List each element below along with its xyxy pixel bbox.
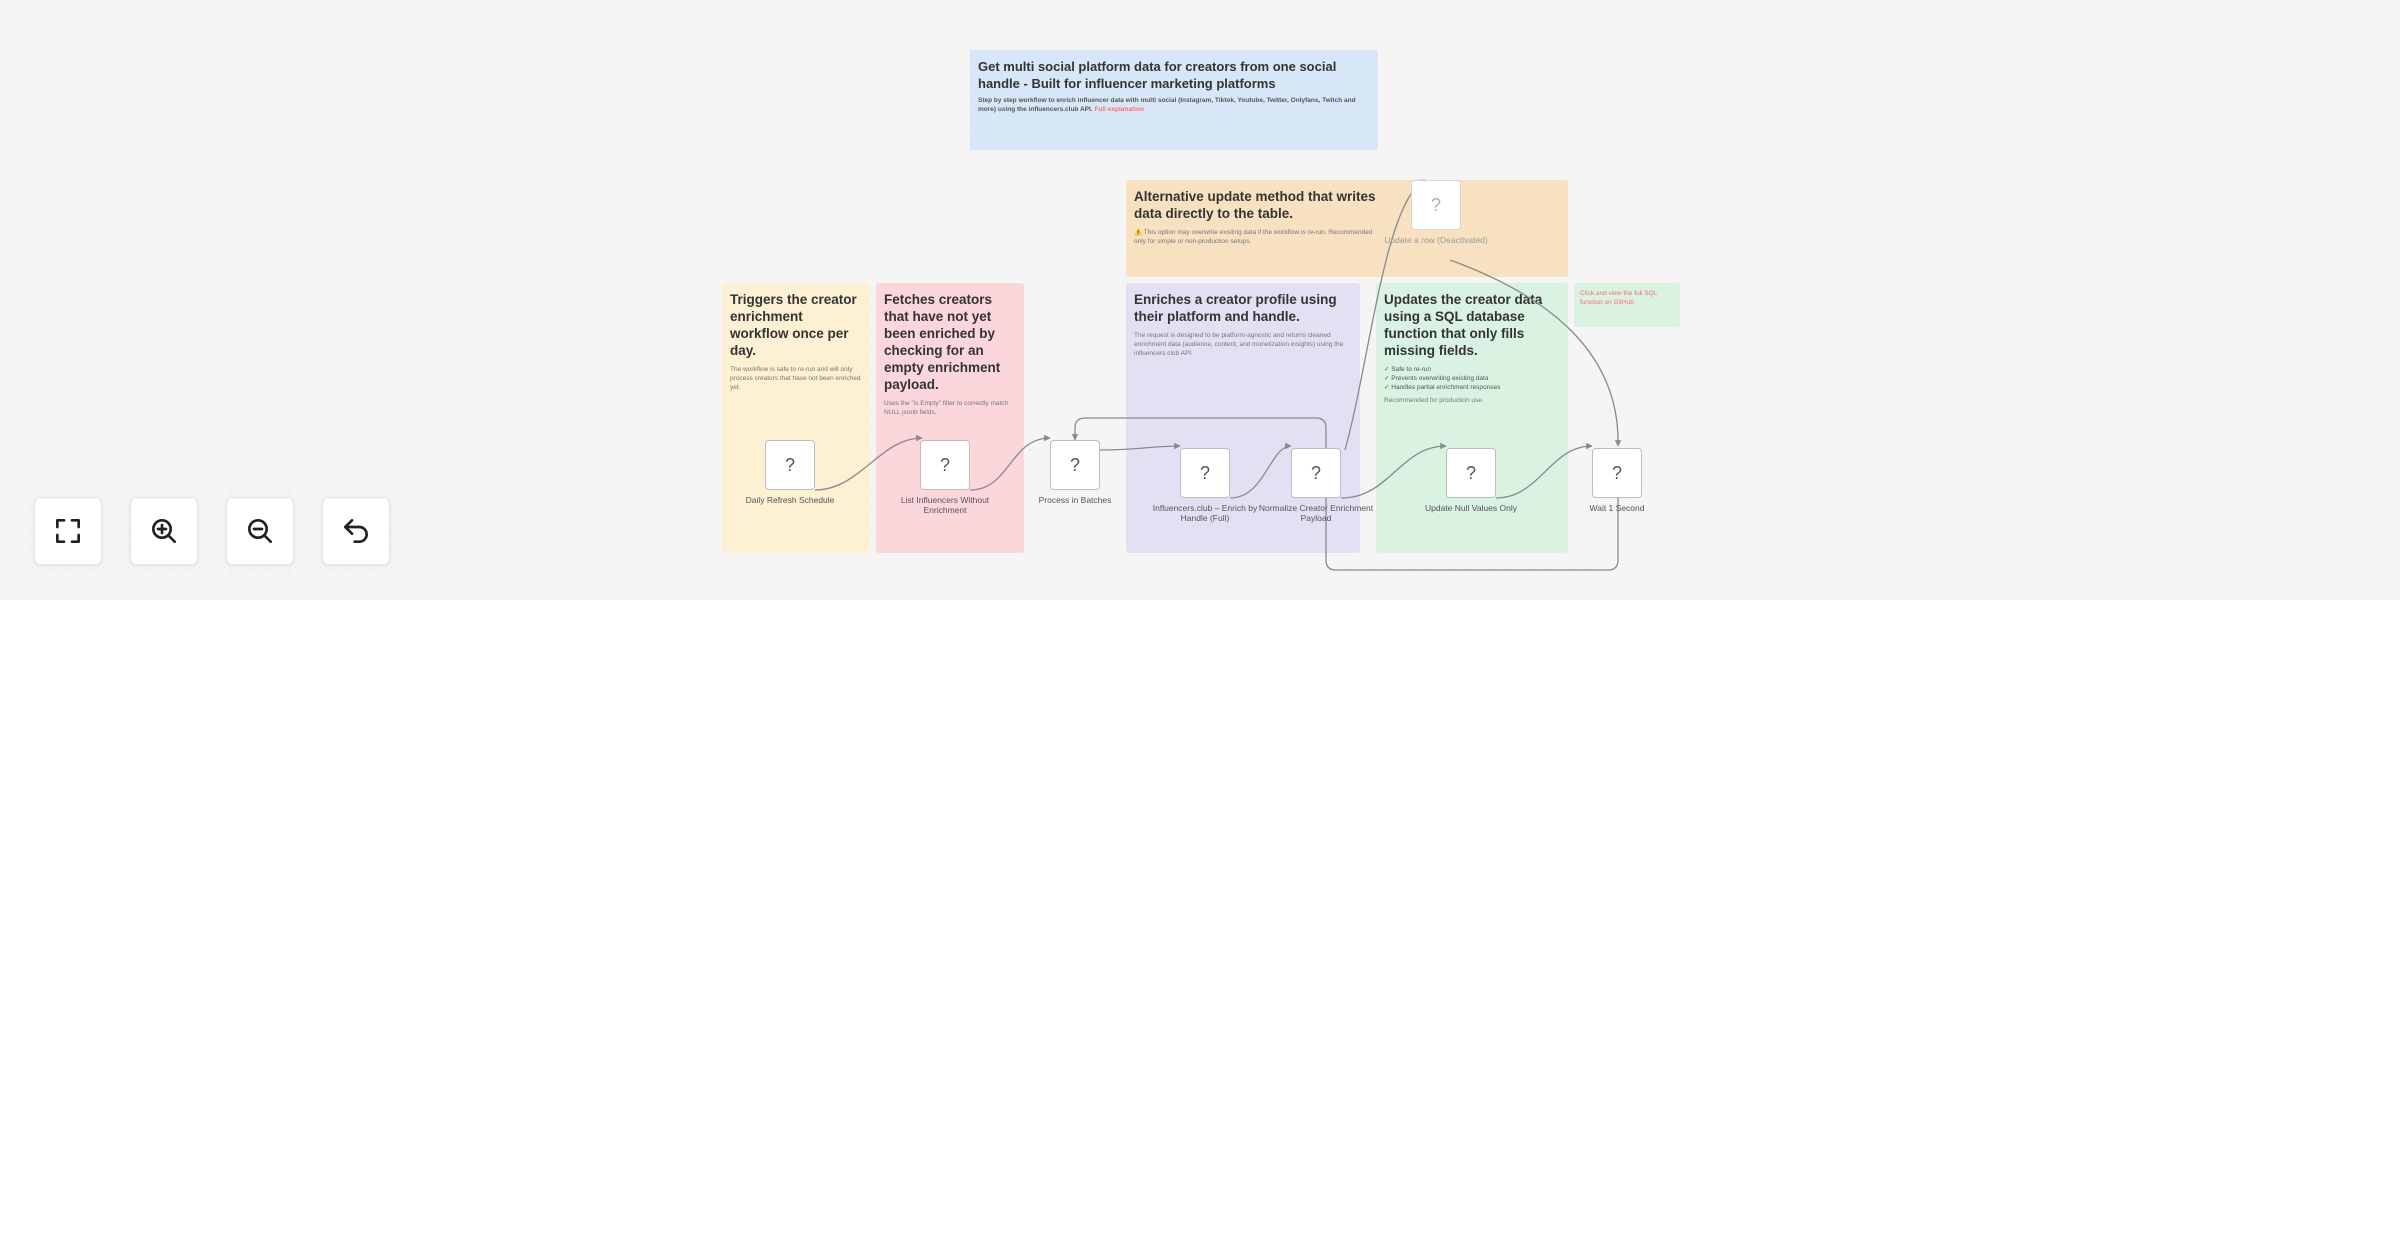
note-title: Alternative update method that writes da…	[1134, 189, 1376, 221]
connection[interactable]	[1071, 417, 1619, 571]
checklist-item: ✓ Handles partial enrichment responses	[1384, 384, 1501, 391]
github-sql-link[interactable]: Click and view the full SQL function on …	[1580, 290, 1658, 306]
connection[interactable]	[1229, 442, 1292, 499]
note-description: The workflow is safe to re-run and will …	[730, 366, 861, 391]
note-title: Updates the creator data using a SQL dat…	[1384, 292, 1543, 358]
list-influencers-node[interactable]: ?	[920, 440, 970, 490]
sticky-note-fetch[interactable]: Fetches creators that have not yet been …	[876, 283, 1024, 553]
node-label: Process in Batches	[1038, 495, 1112, 505]
unknown-node-icon: ?	[784, 454, 795, 475]
zoom-in-button[interactable]	[130, 497, 198, 565]
sticky-note-alternative[interactable]: Alternative update method that writes da…	[1126, 180, 1568, 277]
connection[interactable]	[1344, 179, 1426, 451]
connection[interactable]	[1340, 442, 1447, 499]
sticky-note-trigger[interactable]: Triggers the creator enrichment workflow…	[722, 283, 870, 553]
note-checklist: ✓ Safe to re-run ✓ Prevents overwriting …	[1384, 365, 1560, 392]
daily-refresh-schedule-node[interactable]: ?	[765, 440, 815, 490]
update-row-node[interactable]: ?	[1411, 180, 1461, 230]
full-explanation-link[interactable]: Full explanation	[1094, 106, 1144, 113]
sticky-note-sql-link[interactable]: Click and view the full SQL function on …	[1574, 283, 1680, 327]
unknown-node-icon: ?	[1199, 462, 1210, 483]
unknown-node-icon: ?	[1611, 462, 1622, 483]
unknown-node-icon: ?	[1465, 462, 1476, 483]
note-description: Uses the "is Empty" filter to correctly …	[884, 400, 1009, 416]
node-label: Wait 1 Second	[1589, 503, 1645, 513]
connection[interactable]	[1495, 442, 1593, 499]
note-title: Get multi social platform data for creat…	[978, 59, 1337, 91]
note-title: Fetches creators that have not yet been …	[884, 292, 1001, 392]
sticky-note-sql[interactable]: Updates the creator data using a SQL dat…	[1376, 283, 1568, 553]
node-label: Influencers.club – Enrich by Handle (Ful…	[1152, 503, 1258, 523]
connection[interactable]	[1099, 442, 1181, 451]
fit-view-button[interactable]	[34, 497, 102, 565]
node-label: Normalize Creator Enrichment Payload	[1258, 503, 1374, 523]
node-label: List Influencers Without Enrichment	[900, 495, 990, 515]
undo-icon	[344, 519, 368, 543]
normalize-payload-node[interactable]: ?	[1291, 448, 1341, 498]
unknown-node-icon: ?	[939, 454, 950, 475]
note-description-text: Step by step workflow to enrich influenc…	[978, 97, 1356, 113]
note-description: The request is designed to be platform-a…	[1134, 332, 1344, 357]
note-title: Triggers the creator enrichment workflow…	[730, 292, 857, 358]
node-label: Update Null Values Only	[1425, 503, 1517, 513]
zoom-out-button[interactable]	[226, 497, 294, 565]
unknown-node-icon: ?	[1430, 194, 1441, 215]
sticky-note-header[interactable]: Get multi social platform data for creat…	[970, 50, 1378, 150]
note-description: Step by step workflow to enrich influenc…	[978, 96, 1370, 114]
node-label: Daily Refresh Schedule	[745, 495, 835, 505]
node-label: Update a row (Deactivated)	[1384, 235, 1488, 245]
zoom-out-icon	[248, 519, 272, 543]
note-title: Enriches a creator profile using their p…	[1134, 292, 1337, 324]
reset-zoom-button[interactable]	[322, 497, 390, 565]
note-footer: Recommended for production use.	[1384, 397, 1484, 404]
process-in-batches-node[interactable]: ?	[1050, 440, 1100, 490]
connection[interactable]	[1449, 259, 1622, 447]
connection[interactable]	[814, 434, 923, 491]
zoom-in-icon	[152, 519, 176, 543]
unknown-node-icon: ?	[1310, 462, 1321, 483]
workflow-canvas[interactable]: Get multi social platform data for creat…	[0, 0, 2400, 600]
note-description: ⚠️ This option may overwrite existing da…	[1134, 229, 1373, 245]
checklist-item: ✓ Prevents overwriting existing data	[1384, 375, 1489, 382]
enrich-by-handle-node[interactable]: ?	[1180, 448, 1230, 498]
unknown-node-icon: ?	[1069, 454, 1080, 475]
update-null-values-node[interactable]: ?	[1446, 448, 1496, 498]
wait-node[interactable]: ?	[1592, 448, 1642, 498]
fullscreen-icon	[56, 519, 80, 543]
connection[interactable]	[969, 434, 1051, 491]
checklist-item: ✓ Safe to re-run	[1384, 366, 1431, 373]
